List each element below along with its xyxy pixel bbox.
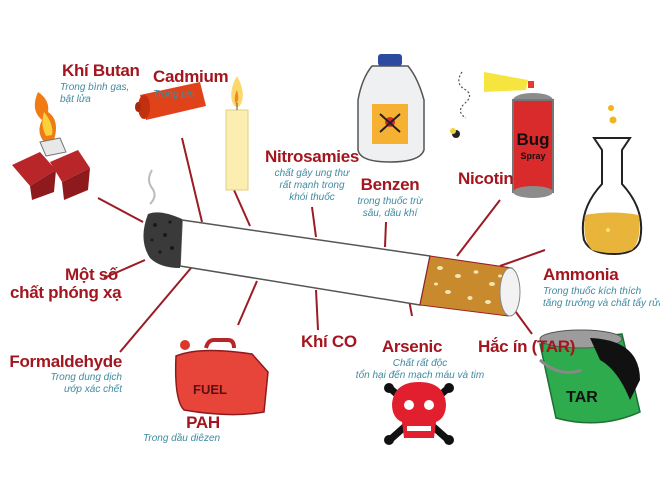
- cigarette-filter: [419, 255, 513, 317]
- label-cadmium: Cadmium: [153, 67, 229, 86]
- leader-lines: [97, 137, 546, 353]
- label-benzen: Benzen: [360, 175, 420, 194]
- flask-icon: [581, 105, 643, 256]
- leader-line-phong-xa: [103, 259, 146, 279]
- leader-line-ammonia: [499, 249, 546, 267]
- filter-end: [499, 267, 521, 317]
- leader-line-benzen: [384, 221, 387, 248]
- candle-icon: [225, 76, 249, 191]
- label-khi-co: Khí CO: [301, 332, 357, 351]
- desc-pah: Trong dầu diêzen: [143, 433, 221, 444]
- smoke-wisp: [148, 169, 156, 205]
- label-phong-xa: Một số chất phóng xạ: [10, 265, 122, 302]
- desc-nitrosamies: chất gây ung thư rất mạnh trong khói thu…: [274, 168, 350, 203]
- desc-formaldehyde: Trong dung dịch ướp xác chết: [50, 372, 122, 395]
- battery-icon: [135, 82, 206, 120]
- label-arsenic: Arsenic: [381, 337, 443, 356]
- leader-line-nicotin: [456, 199, 501, 257]
- cigarette: [143, 169, 521, 317]
- leader-line-formaldehyde: [119, 267, 192, 353]
- tar-bucket-label: TAR: [566, 389, 598, 406]
- poison-bottle-icon: [357, 54, 425, 163]
- lighter-icon: [12, 92, 90, 200]
- label-ammonia: Ammonia: [543, 265, 619, 284]
- desc-benzen: trong thuốc trừ sâu, dầu khí: [357, 196, 423, 219]
- bug-spray-label: Bug: [516, 130, 549, 149]
- desc-arsenic: Chất rất độc tổn hại đến mạch máu và tim: [355, 358, 485, 381]
- label-pah: PAH: [186, 413, 220, 432]
- cigarette-paper: [179, 219, 431, 306]
- filter-specks: [434, 266, 502, 304]
- leader-line-khi-co: [315, 289, 319, 331]
- fuel-can-label: FUEL: [193, 382, 227, 397]
- leader-line-cadmium: [181, 137, 203, 223]
- label-hac-in: Hắc ín (TAR): [478, 337, 576, 356]
- leader-line-pah: [237, 280, 258, 326]
- leader-line-candle: [233, 189, 251, 227]
- tar-bucket-icon: TAR: [538, 329, 641, 424]
- desc-khi-butan: Trong bình gas, bật lửa: [60, 82, 130, 105]
- desc-cadmium: Trong pin: [153, 89, 195, 100]
- bug-spray-sublabel: Spray: [520, 151, 545, 161]
- skull-crossbones-icon: [384, 382, 454, 445]
- fuel-can-icon: FUEL: [174, 338, 269, 416]
- cigarette-ash: [143, 212, 182, 268]
- label-formaldehyde: Formaldehyde: [9, 352, 122, 371]
- label-nitrosamies: Nitrosamies: [264, 147, 360, 166]
- leader-line-khi-butan: [97, 197, 144, 223]
- ash-specks: [150, 220, 174, 254]
- desc-ammonia: Trong thuốc kích thích tăng trưởng và ch…: [543, 286, 660, 309]
- label-nicotin: Nicotin: [458, 169, 514, 188]
- bug-spray-icon: Bug Spray: [450, 71, 554, 198]
- leader-line-nitrosamies: [311, 206, 317, 238]
- label-khi-butan: Khí Butan: [62, 61, 140, 80]
